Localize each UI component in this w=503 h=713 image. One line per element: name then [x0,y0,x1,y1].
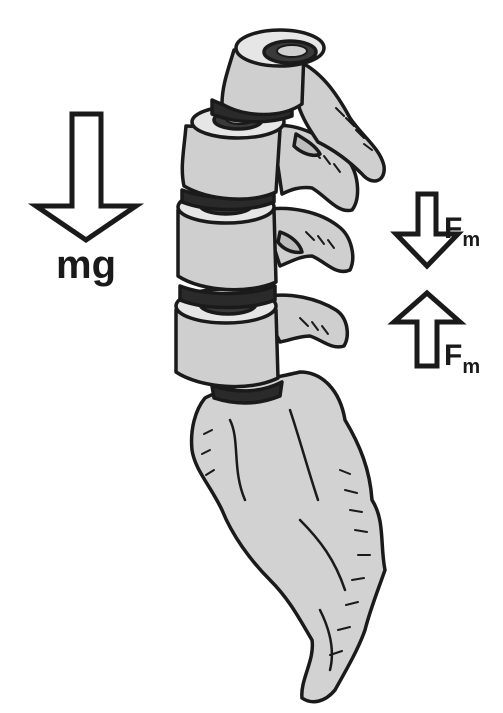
muscle-force-bottom-label: Fm [444,339,480,378]
sacrum [192,372,385,702]
weight-label: mg [56,243,116,287]
spine-illustration [176,30,385,702]
gravity-arrow-icon [36,114,136,240]
